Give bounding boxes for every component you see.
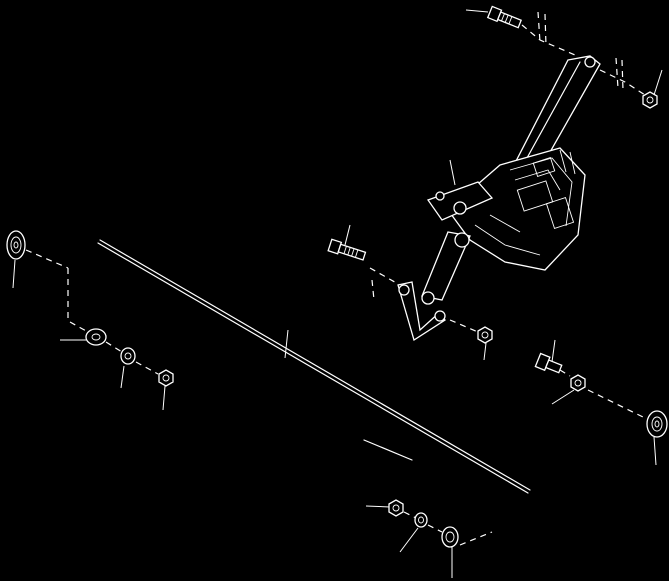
clevis-nut: [477, 326, 493, 344]
clevis-bolt-assembly: [327, 224, 493, 361]
right-bolt: [534, 352, 563, 374]
clevis-bolt: [327, 238, 367, 261]
left-bushing: [120, 347, 136, 365]
leader-line-rod: [284, 329, 289, 359]
leader-line-bottom-nut: [365, 505, 391, 508]
leader-line-left-nut: [162, 385, 166, 411]
bottom-pulley: [441, 526, 459, 548]
bottom-hardware-stack: [365, 499, 493, 578]
leader-line-bottom-bushing: [399, 527, 419, 553]
actuator-assembly: [421, 55, 601, 305]
right-pulley: [646, 410, 668, 438]
left-hardware-stack: [6, 230, 174, 411]
axis-line-top-bolt: [521, 24, 576, 56]
short-rod: [363, 439, 413, 461]
bottom-bushing: [414, 512, 428, 528]
arm-pivot-hole: [584, 56, 596, 68]
leader-line-clevis-bolt: [344, 224, 351, 246]
right-nut: [570, 374, 586, 392]
leader-line-top-bolt: [465, 9, 489, 13]
bottom-nut: [388, 499, 404, 517]
leader-line-right-pulley: [653, 436, 657, 466]
long-rod: [97, 239, 531, 494]
leader-line-right-nut: [551, 389, 575, 405]
left-washer: [85, 328, 107, 346]
leader-line-left-bushing: [120, 365, 125, 389]
left-pulley: [6, 230, 26, 260]
leader-line-right-bolt: [551, 339, 556, 363]
mounting-bracket: [426, 181, 494, 221]
leader-line-top-nut: [653, 69, 663, 96]
top-nut: [642, 91, 658, 109]
leader-line-motor: [449, 159, 456, 186]
motor-housing: [447, 147, 586, 271]
right-hardware-stack: [534, 339, 668, 466]
leader-line-clevis-nut: [483, 342, 487, 361]
top-bolt: [486, 5, 523, 29]
left-nut: [158, 369, 174, 387]
leader-line-left-pulley: [12, 259, 16, 289]
top-bolt-assembly: [465, 5, 663, 109]
